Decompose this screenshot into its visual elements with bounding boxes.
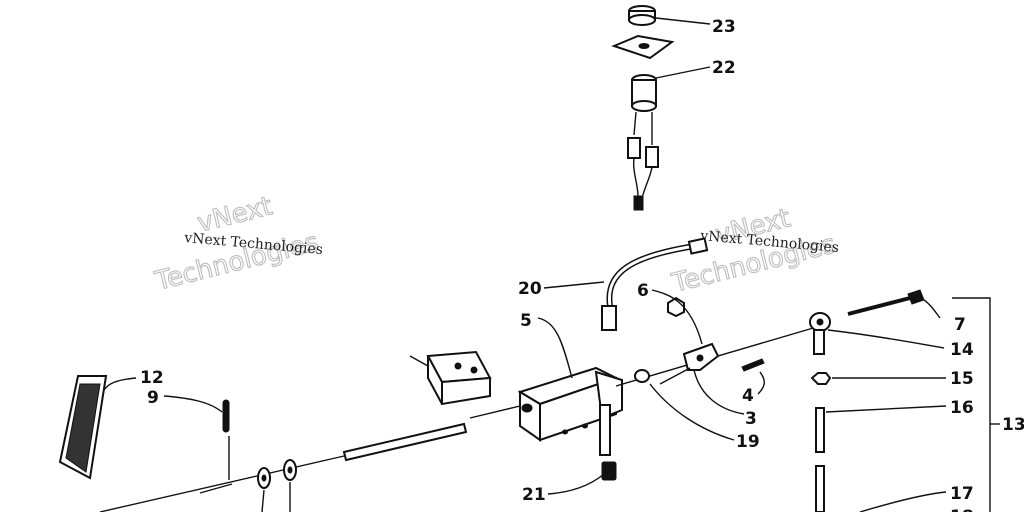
- rod-end-shank: [813, 329, 825, 355]
- housing-bore: [521, 403, 533, 413]
- callout-3: 3: [745, 409, 757, 429]
- washer-leader: [261, 489, 265, 512]
- housing-bolt-hole: [562, 429, 568, 435]
- housing-bolt-hole: [582, 423, 588, 429]
- cap-bottom: [628, 14, 656, 26]
- bolt-head: [907, 289, 925, 305]
- washer-hole: [287, 466, 293, 474]
- rod-segment: [469, 405, 521, 419]
- leader-16: [825, 405, 947, 413]
- rod-end-ball: [816, 318, 824, 326]
- nut-body: [634, 369, 650, 383]
- pin-9: [222, 399, 230, 480]
- gasket-hole: [638, 43, 650, 49]
- leader-4: [757, 371, 765, 395]
- callout-21: 21: [522, 485, 546, 505]
- group-bracket: [952, 297, 991, 512]
- leader-22: [655, 66, 711, 79]
- bracket-arm: [659, 367, 691, 385]
- rod-lower: [815, 465, 825, 512]
- watermark-left: vNext Technologies vNext Technologies: [151, 191, 324, 298]
- cable-20: [601, 237, 709, 331]
- leader-23: [655, 17, 711, 25]
- washer-hole: [261, 474, 267, 482]
- callout-12: 12: [140, 368, 164, 388]
- wire: [633, 111, 637, 136]
- nut-body: [810, 372, 832, 385]
- callout-13: 13: [1002, 415, 1024, 435]
- switch-assembly-top: [611, 5, 675, 211]
- callout-16: 16: [950, 398, 974, 418]
- rod-upper: [815, 407, 825, 453]
- callout-14: 14: [950, 340, 974, 360]
- callout-9: 9: [147, 388, 159, 408]
- bolt-21: [601, 461, 617, 481]
- leader-6: [651, 289, 703, 345]
- nut-15: [810, 372, 832, 385]
- bracket-hole: [696, 354, 704, 362]
- washers: [257, 459, 297, 512]
- leader-21: [547, 473, 605, 495]
- leader-7: [923, 299, 941, 319]
- callout-6: 6: [637, 281, 649, 301]
- clip-body: [741, 358, 765, 372]
- bracket-3: [659, 342, 720, 385]
- leader-20: [543, 281, 605, 289]
- housing-side: [539, 376, 617, 442]
- pad-12: [58, 375, 108, 480]
- callout-5: 5: [520, 311, 532, 331]
- nut-19: [634, 369, 650, 383]
- leader-19: [649, 383, 735, 441]
- callout-20: 20: [518, 279, 542, 299]
- leader-5: [537, 317, 573, 379]
- clip-4: [741, 358, 765, 372]
- rod-end-14: [809, 312, 831, 355]
- bracket-13: [952, 297, 1000, 512]
- callout-18: 18: [950, 507, 974, 512]
- callout-22: 22: [712, 58, 736, 78]
- housing-5: [517, 366, 623, 456]
- block-part: [409, 350, 492, 406]
- block-stud: [409, 355, 429, 367]
- rod-coupling: [199, 483, 233, 494]
- cable-connector: [687, 237, 709, 255]
- bolt-shank: [847, 296, 911, 316]
- callout-7: 7: [954, 315, 966, 335]
- callout-17: 17: [950, 484, 974, 504]
- rod-lower: [99, 455, 345, 512]
- block-hole: [454, 362, 462, 370]
- block-hole: [470, 366, 478, 374]
- leader-lines: [103, 17, 947, 512]
- pin-body: [222, 399, 230, 433]
- callout-4: 4: [742, 386, 754, 406]
- leader-12: [103, 377, 137, 391]
- connector-left: [627, 137, 641, 159]
- callout-23: 23: [712, 17, 736, 37]
- housing-mount-post: [599, 404, 611, 456]
- cable-fitting: [601, 305, 617, 331]
- cable-core: [607, 244, 696, 307]
- bolt-head: [601, 461, 617, 481]
- leader-9: [163, 395, 223, 413]
- switch-22-bottom: [631, 100, 657, 112]
- block-side: [441, 376, 491, 406]
- leader-14: [827, 329, 945, 349]
- connector-right: [645, 146, 659, 168]
- pad-face: [65, 383, 101, 473]
- leader-17: [859, 491, 947, 512]
- callout-15: 15: [950, 369, 974, 389]
- rod-16: [815, 407, 825, 512]
- callout-19: 19: [736, 432, 760, 452]
- leader-3: [693, 369, 745, 415]
- callout-labels: 23 22 20 5 6 7 14 15 16 13 17 18 4 3 19 …: [140, 17, 1024, 512]
- shaft: [342, 422, 468, 462]
- bolt-7: [847, 289, 925, 316]
- wire-terminal: [633, 195, 644, 211]
